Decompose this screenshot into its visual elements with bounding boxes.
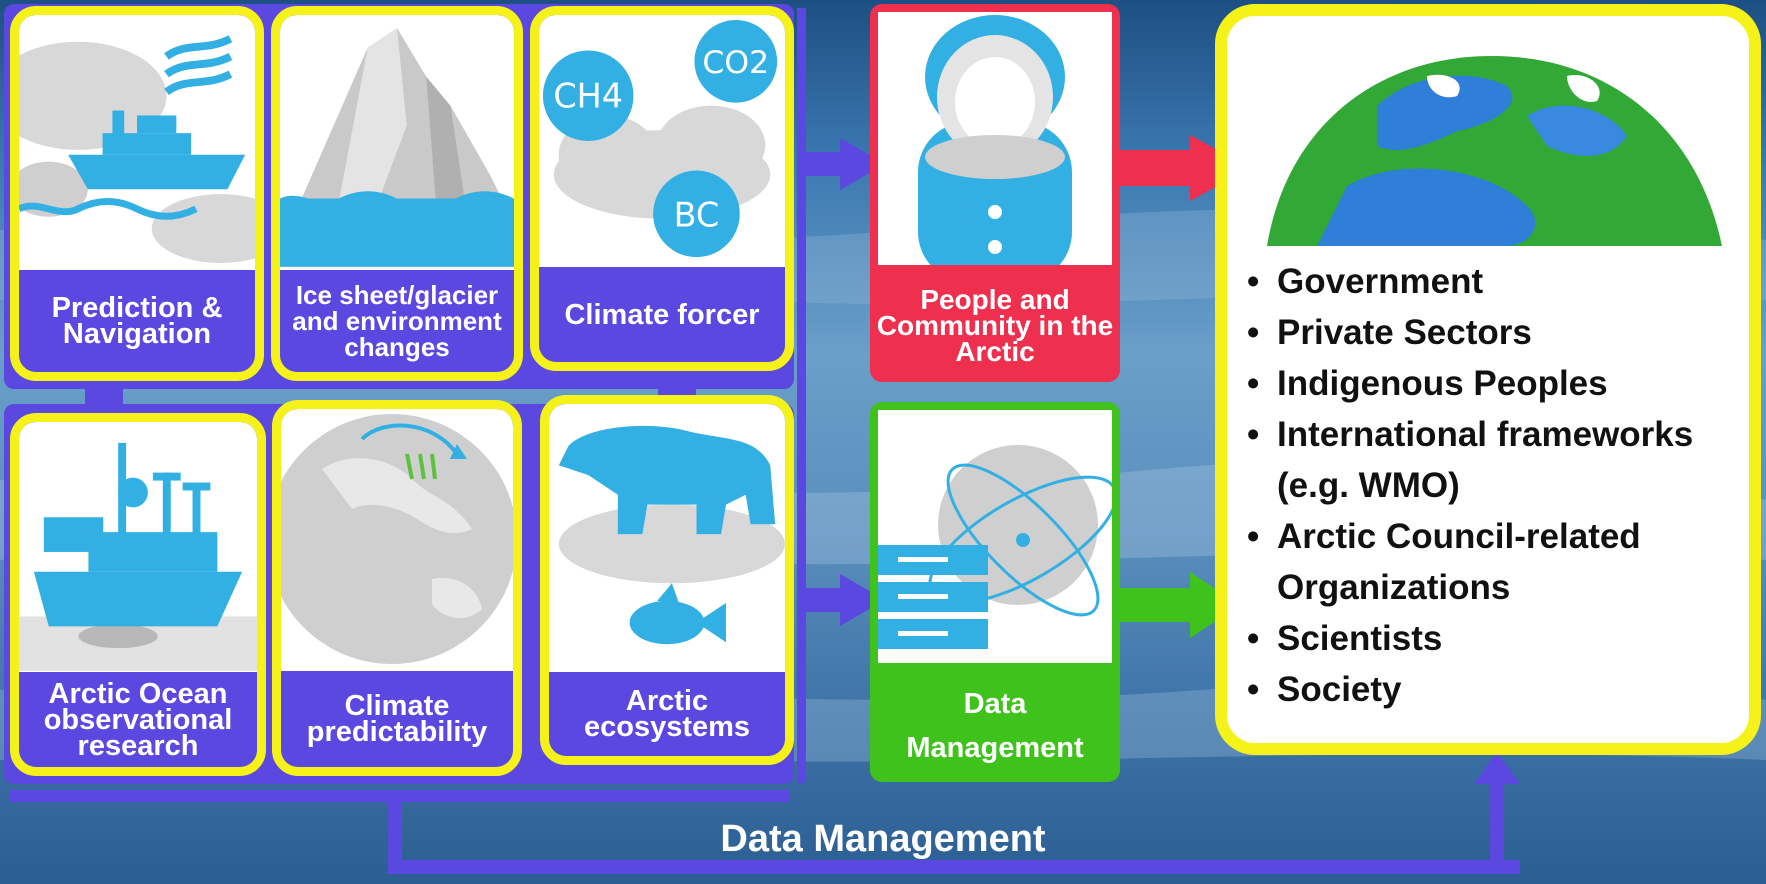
topic-label: Climate forcer: [564, 298, 760, 331]
audience-item: •Indigenous Peoples: [1247, 364, 1608, 403]
audience-card: •Government •Private Sectors •Indigenous…: [1215, 4, 1761, 755]
gas-clouds-icon: CH4 CO2 BC: [542, 19, 778, 258]
earth-hemisphere-icon: [1267, 56, 1722, 246]
iceberg-icon: [280, 27, 514, 267]
audience-item: •Private Sectors: [1247, 313, 1532, 352]
topic-card-forcer: CH4 CO2 BC Climate forcer: [530, 6, 794, 371]
topic-card-predictability: Climate predictability: [272, 400, 522, 776]
topic-label: Climate predictability: [306, 690, 488, 748]
globe-icon: [281, 414, 513, 664]
audience-item: •Government: [1247, 262, 1484, 301]
topic-card-ecosystems: Arctic ecosystems: [540, 395, 794, 765]
people-label: People and Community in the Arctic: [876, 284, 1114, 367]
audience-item: •Arctic Council-related Organizations: [1247, 517, 1641, 607]
topic-label: Arctic Ocean observational research: [43, 677, 233, 762]
topic-label: Prediction & Navigation: [51, 292, 223, 350]
topic-label: Arctic ecosystems: [583, 684, 751, 743]
people-community-card: People and Community in the Arctic: [870, 4, 1120, 382]
server-globe-icon: [878, 445, 1112, 649]
bc-label: BC: [674, 196, 720, 235]
topic-label: Ice sheet/glacier and environment change…: [292, 280, 502, 362]
audience-item: •Scientists: [1247, 619, 1443, 658]
topic-card-prediction: Prediction & Navigation: [10, 6, 264, 381]
audience-list: •Government •Private Sectors •Indigenous…: [1247, 256, 1749, 715]
data-management-card: Data Management: [870, 402, 1120, 782]
bottom-data-management-label: Data Management: [720, 818, 1046, 860]
ship-icon: [19, 35, 255, 263]
ch4-label: CH4: [553, 77, 623, 116]
data-management-label: Data Management: [906, 688, 1084, 764]
audience-item: •International frameworks (e.g. WMO): [1247, 415, 1694, 505]
topic-card-observational: Arctic Ocean observational research: [10, 413, 266, 776]
audience-item: •Society: [1247, 670, 1402, 709]
polar-bear-icon: [558, 425, 785, 645]
co2-label: CO2: [702, 45, 769, 81]
parka-person-icon: [918, 15, 1072, 265]
research-vessel-icon: [19, 442, 257, 671]
topic-card-ice: Ice sheet/glacier and environment change…: [271, 6, 523, 381]
